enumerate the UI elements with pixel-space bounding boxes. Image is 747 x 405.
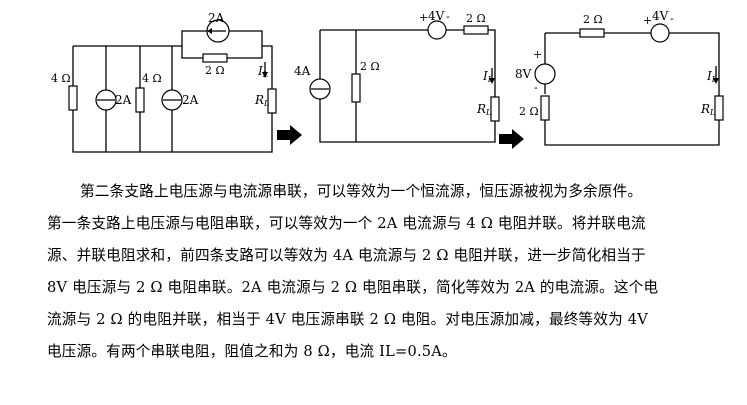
label-4ohm-b: 4 Ω xyxy=(142,72,162,85)
label-minus-3: - xyxy=(670,12,674,25)
label-4v-3: 4V xyxy=(652,9,669,23)
resistor-rl-3 xyxy=(714,95,724,121)
label-2a-2: 2A xyxy=(182,93,199,107)
label-il: IL xyxy=(257,64,268,79)
circuit-3: 2 Ω + 4V - + 8V - 2 Ω IL RL xyxy=(515,9,724,146)
label-2ohm-top-3: 2 Ω xyxy=(583,13,603,26)
label-2ohm-left: 2 Ω xyxy=(519,105,539,118)
label-rl: RL xyxy=(254,93,269,108)
label-plus: + xyxy=(419,11,428,24)
resistor-2ohm-top-3 xyxy=(579,28,605,38)
label-2ohm-mid: 2 Ω xyxy=(360,60,380,73)
arrow-right-icon xyxy=(499,129,524,149)
text-line-2: 第一条支路上电压源与电阻串联，可以等效为一个 2A 电流源与 4 Ω 电阻并联。… xyxy=(47,215,646,232)
voltage-source-4v xyxy=(427,20,447,40)
label-minus-8v: - xyxy=(534,81,538,94)
circuit-1: 4 Ω 2A 4 Ω 2A 2A 2 Ω IL RL xyxy=(51,11,277,153)
resistor-2ohm-left xyxy=(540,95,550,121)
resistor-rl-2 xyxy=(490,96,500,122)
label-plus-8v: + xyxy=(533,48,542,61)
label-il-3: IL xyxy=(706,69,717,84)
text-line-3: 源、并联电阻求和，前四条支路可以等效为 4A 电流源与 2 Ω 电阻并联，进一步… xyxy=(47,247,646,264)
text-line-1: 第二条支路上电压源与电流源串联，可以等效为一个恒流源，恒压源被视为多余原件。 xyxy=(80,183,643,200)
voltage-source-4v-3 xyxy=(650,23,670,43)
label-2ohm: 2 Ω xyxy=(205,64,225,77)
label-plus-3: + xyxy=(643,14,652,27)
text-line-4: 8V 电压源与 2 Ω 电阻串联。2A 电流源与 2 Ω 电阻串联，简化等效为 … xyxy=(47,279,659,296)
resistor-2ohm-mid xyxy=(351,73,361,103)
text-line-6: 电压源。有两个串联电阻，阻值之和为 8 Ω，电流 IL=0.5A。 xyxy=(47,343,457,360)
arrow-right-icon xyxy=(277,125,302,145)
explanation-text: 第二条支路上电压源与电流源串联，可以等效为一个恒流源，恒压源被视为多余原件。 第… xyxy=(0,176,747,368)
circuit-2: + 4V - 2 Ω 4A 2 Ω IL RL xyxy=(294,9,500,143)
label-rl-2: RL xyxy=(476,102,491,117)
label-rl-3: RL xyxy=(700,102,715,117)
text-line-5: 流源与 2 Ω 的电阻并联，相当于 4V 电压源串联 2 Ω 电阻。对电压源加减… xyxy=(47,311,648,328)
label-4ohm-a: 4 Ω xyxy=(51,72,71,85)
resistor-4ohm-a xyxy=(68,85,78,111)
label-minus: - xyxy=(446,10,450,23)
circuit-figure: 4 Ω 2A 4 Ω 2A 2A 2 Ω IL RL + 4V - 2 Ω 4A… xyxy=(51,9,724,153)
resistor-rl xyxy=(267,88,277,114)
label-2a-top: 2A xyxy=(208,11,225,25)
label-2ohm-top: 2 Ω xyxy=(466,12,486,25)
resistor-2ohm xyxy=(202,53,228,63)
voltage-source-8v xyxy=(534,63,556,85)
label-4v: 4V xyxy=(428,9,445,23)
label-4a: 4A xyxy=(294,64,311,78)
resistor-2ohm-top xyxy=(463,25,489,35)
label-2a-1: 2A xyxy=(115,93,132,107)
label-il-2: IL xyxy=(482,69,493,84)
label-8v: 8V xyxy=(515,67,532,81)
resistor-4ohm-b xyxy=(135,87,145,113)
